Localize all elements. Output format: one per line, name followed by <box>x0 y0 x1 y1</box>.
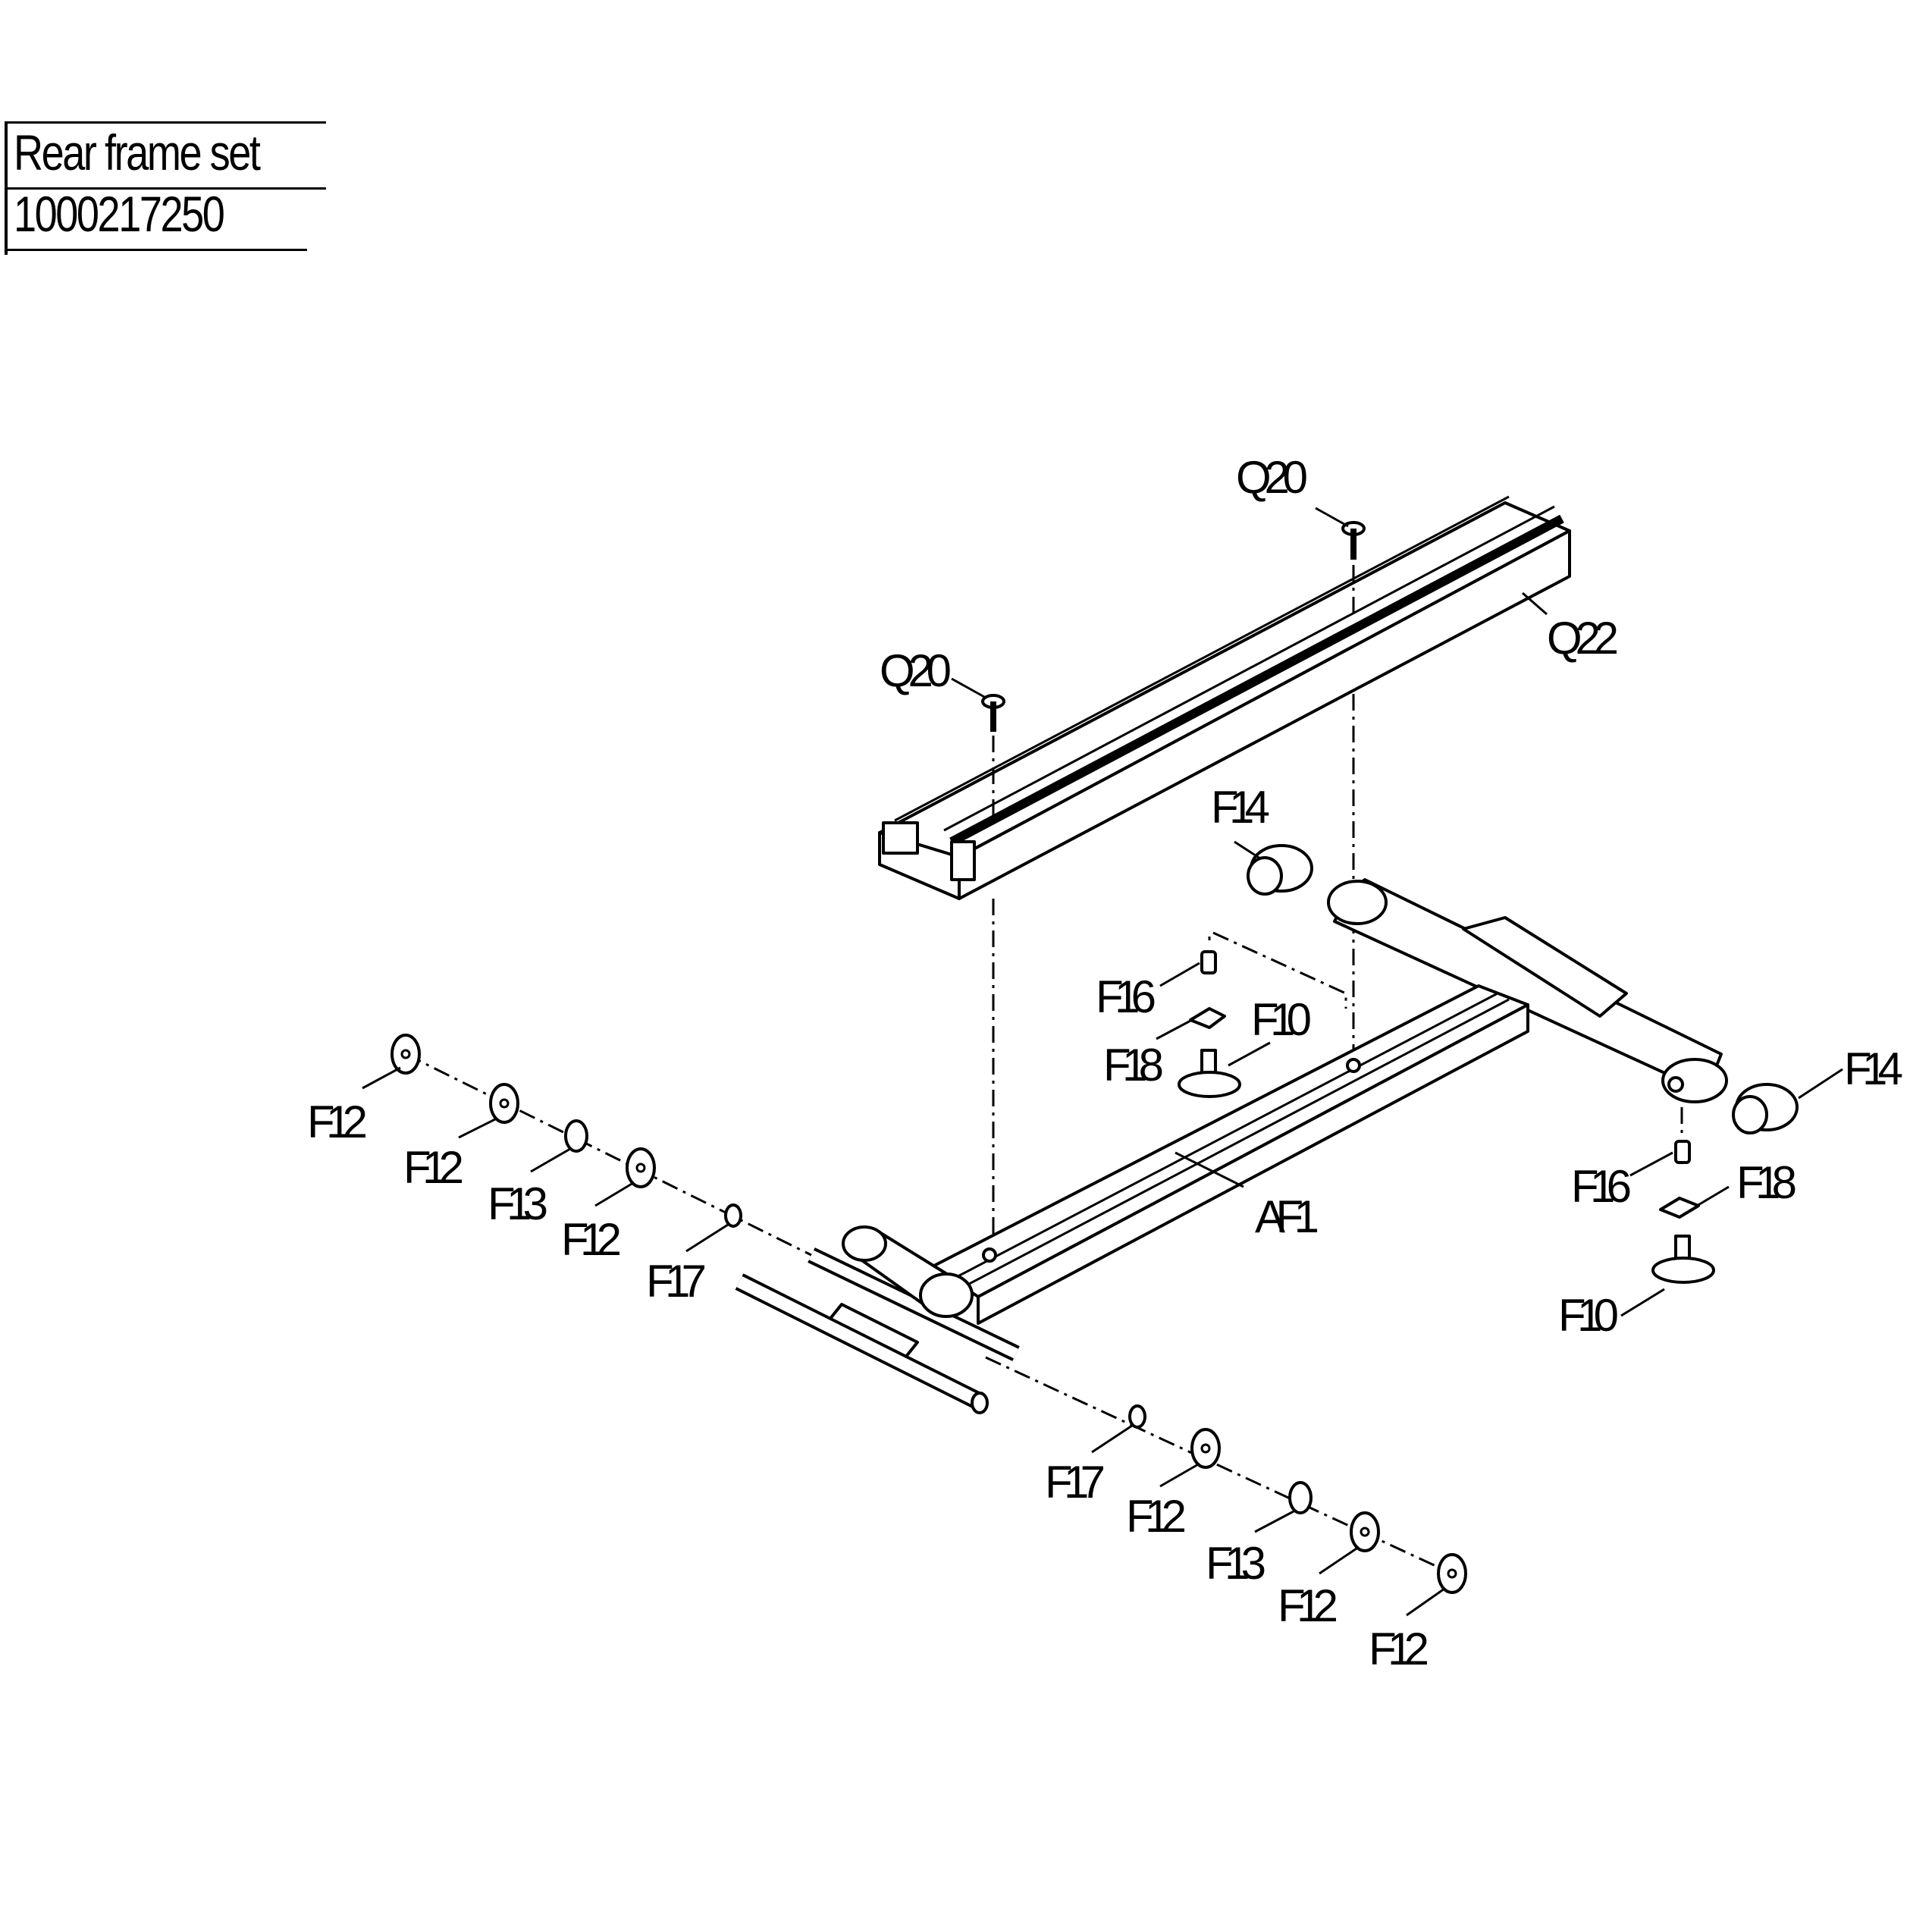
callout-f10: F10 <box>1251 994 1312 1045</box>
part-f12-washer <box>626 1147 656 1188</box>
part-number-row: 1000217250 <box>6 185 307 251</box>
callout-f16: F16 <box>1571 1161 1632 1212</box>
callout-f14: F14 <box>1211 782 1270 833</box>
callout-q22: Q22 <box>1547 613 1619 664</box>
callout-f12: F12 <box>403 1142 464 1193</box>
part-f12-washer <box>489 1083 519 1124</box>
callout-q20: Q20 <box>880 645 952 696</box>
part-f13-ring <box>564 1119 588 1153</box>
title-row: Rear frame set <box>6 121 326 190</box>
part-f17-ring <box>1128 1404 1146 1429</box>
part-f12-washer <box>390 1034 421 1075</box>
part-af1-frame <box>931 984 1529 1325</box>
callout-f14: F14 <box>1844 1043 1903 1094</box>
callout-q20: Q20 <box>1236 452 1308 503</box>
callout-af1: AF1 <box>1255 1191 1319 1242</box>
part-leveling-foot-left <box>1178 931 1347 1098</box>
callout-f12: F12 <box>1278 1580 1338 1631</box>
callout-f10: F10 <box>1558 1290 1619 1341</box>
part-q20-screw-right <box>1341 521 1366 560</box>
leader-lines <box>362 507 1843 1617</box>
part-q22-rail <box>878 495 1571 900</box>
callout-f12: F12 <box>561 1214 622 1265</box>
part-f12-washer <box>1190 1428 1221 1469</box>
callout-f17: F17 <box>646 1256 707 1307</box>
callout-f12: F12 <box>307 1097 368 1147</box>
part-f17-ring <box>724 1203 742 1228</box>
part-q20-screw-left <box>981 694 1005 732</box>
part-number: 1000217250 <box>14 186 225 242</box>
diagram-title: Rear frame set <box>14 124 261 180</box>
callout-f13: F13 <box>488 1178 548 1229</box>
callout-f16: F16 <box>1096 971 1156 1022</box>
callout-f18: F18 <box>1103 1040 1164 1090</box>
callout-f18: F18 <box>1736 1157 1797 1208</box>
callout-f13: F13 <box>1206 1538 1266 1589</box>
callout-f12: F12 <box>1369 1624 1429 1674</box>
part-hub-assembly <box>735 1225 1020 1414</box>
part-leveling-foot-right <box>1651 1107 1715 1284</box>
part-f13-ring <box>1288 1481 1313 1514</box>
part-f12-washer <box>1437 1553 1467 1594</box>
callout-f17: F17 <box>1045 1457 1106 1508</box>
part-f14-cap-left <box>1247 844 1313 896</box>
part-rear-crossbar <box>1327 878 1728 1103</box>
part-f12-washer <box>1350 1511 1380 1552</box>
callout-f12: F12 <box>1126 1491 1187 1542</box>
assembly-line <box>405 1053 812 1257</box>
part-f14-cap-right <box>1732 1083 1799 1134</box>
title-block: Rear frame set 1000217250 <box>0 121 326 255</box>
